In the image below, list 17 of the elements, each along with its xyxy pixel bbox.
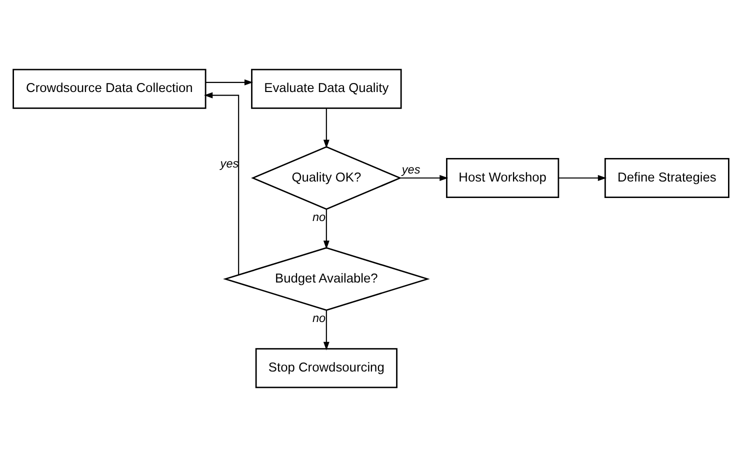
edge-label: no: [312, 310, 326, 324]
arrow: [322, 310, 329, 350]
arrow: [400, 174, 448, 181]
node-box: Crowdsource Data Collection: [12, 68, 206, 108]
arrow: [322, 208, 329, 249]
node-box: Host Workshop: [446, 157, 559, 198]
node-box: Define Strategies: [604, 157, 729, 198]
arrow: [205, 78, 253, 85]
arrow: [558, 174, 606, 181]
edge-label: no: [312, 209, 326, 224]
edge-label: yes: [401, 162, 420, 176]
arrow: [322, 108, 329, 148]
arrow: [204, 92, 239, 274]
node-diamond: Quality OK?: [250, 146, 402, 210]
node-diamond: Budget Available?: [222, 246, 430, 310]
node-box: Evaluate Data Quality: [250, 68, 402, 108]
node-box: Stop Crowdsourcing: [254, 348, 397, 388]
